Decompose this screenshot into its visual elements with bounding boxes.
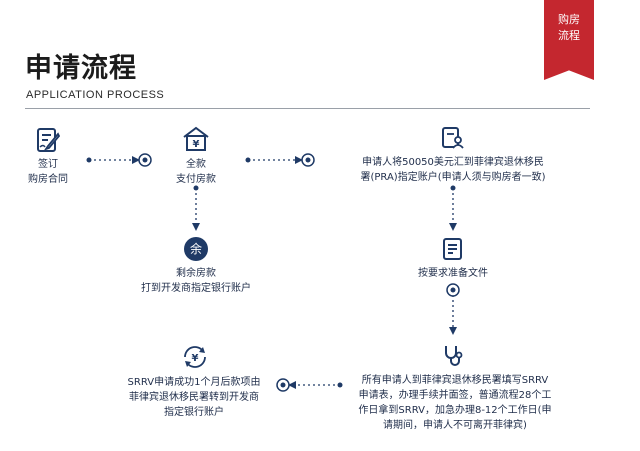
document-icon (443, 238, 462, 260)
step-transfer-developer: SRRV申请成功1个月后款项由 菲律宾退休移民署转到开发商 指定银行账户 (127, 377, 261, 418)
step-remit-pra: 申请人将50050美元汇到菲律宾退休移民 署(PRA)指定账户(申请人须与购房者… (360, 157, 546, 183)
page-title: 申请流程 (25, 53, 137, 84)
refund-icon: ¥ (184, 346, 206, 368)
contract-icon (37, 128, 61, 152)
target-nodes (138, 153, 460, 392)
step-apply-srrv: 所有申请人到菲律宾退休移民署填写SRRV 申请表，办理手续并面签，普通流程28个… (358, 375, 552, 431)
step-full-payment: 全款 支付房款 (176, 159, 216, 185)
svg-text:¥: ¥ (192, 353, 199, 364)
step-sign-contract: 签订 购房合同 (28, 159, 68, 185)
category-ribbon: 购房 流程 (544, 0, 594, 80)
step-prepare-docs: 按要求准备文件 (418, 268, 488, 279)
step-balance-payment: 剩余房款 打到开发商指定银行账户 (141, 268, 251, 294)
ribbon-line-1: 购房 (558, 13, 580, 26)
svg-text:¥: ¥ (193, 139, 200, 150)
ribbon-line-2: 流程 (558, 29, 580, 42)
title-divider (25, 108, 590, 109)
account-icon (442, 127, 464, 149)
balance-icon: 余 (184, 237, 208, 261)
stethoscope-icon (445, 346, 463, 366)
page-subtitle: APPLICATION PROCESS (26, 89, 165, 101)
house-payment-icon: ¥ (183, 126, 209, 151)
